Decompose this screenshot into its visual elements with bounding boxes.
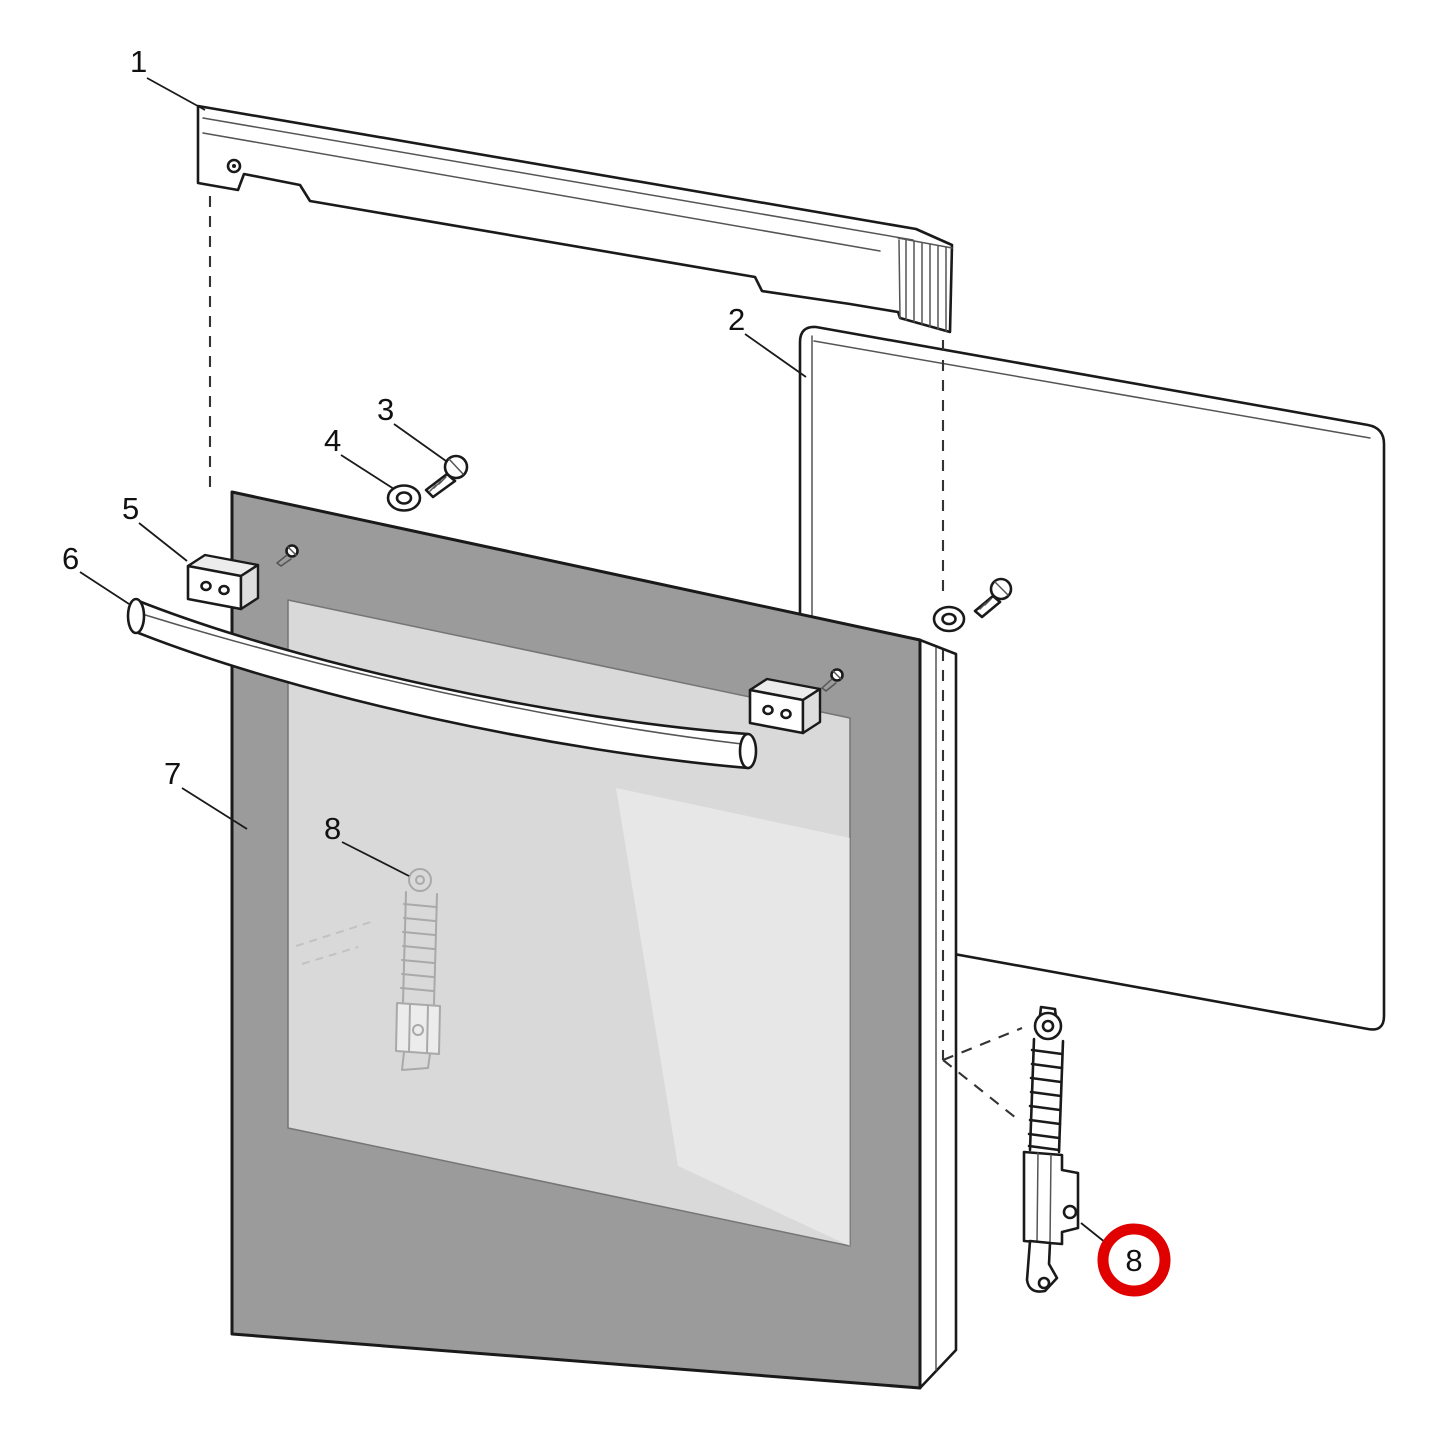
- part-1-top-trim: [196, 104, 954, 334]
- latch-faint-pivot: [412, 1024, 424, 1036]
- handle-left-cap: [126, 597, 146, 635]
- washer-right: [932, 605, 966, 633]
- washer-outer: [386, 484, 422, 512]
- leader-line-5: [138, 522, 188, 562]
- bracket-left-side-face: [239, 563, 260, 611]
- window-reflection: [616, 788, 850, 1246]
- latch-faint-top-hole: [415, 875, 425, 885]
- bracket-left-hole-2: [218, 584, 230, 596]
- part-5-handle-bracket-left: [186, 553, 260, 611]
- trim-endblock-edges: [897, 237, 953, 319]
- latch-faint-top-tab: [408, 868, 432, 892]
- latch-faint-housing: [395, 1002, 441, 1055]
- latch-faint-housing-lines: [408, 1003, 429, 1054]
- latch-foot-hole: [1037, 1276, 1051, 1290]
- callout-7: 7: [164, 756, 181, 791]
- bracket-right-side-face: [801, 687, 822, 735]
- part-4-washer: [386, 484, 422, 512]
- handle-sheen-line: [141, 613, 743, 745]
- screw-slot: [832, 670, 842, 680]
- part-8-door-latch-faint: [395, 868, 441, 1071]
- trim-top-face-line: [202, 117, 914, 241]
- bracket-left-hole-1: [200, 580, 212, 592]
- glass-thickness-top: [813, 340, 1371, 439]
- latch-top-hole: [1041, 1019, 1055, 1033]
- screw-shaft: [276, 554, 292, 567]
- bracket-right-hole-2: [780, 708, 792, 720]
- trim-outline: [196, 104, 954, 334]
- screw-shaft: [973, 594, 1002, 619]
- leader-line-4: [340, 454, 395, 490]
- highlight-annotation: 8: [1097, 1223, 1171, 1297]
- bracket-right-hole-1: [762, 704, 774, 716]
- latch-top-tab: [1033, 1011, 1063, 1041]
- screw-slot: [448, 458, 464, 475]
- leader-line-2: [744, 333, 807, 378]
- screw-shaft: [821, 678, 837, 692]
- leader-line-6: [79, 571, 130, 605]
- screw-slot: [994, 581, 1009, 596]
- leader-line-1: [146, 77, 206, 111]
- screw-slot: [287, 546, 297, 556]
- screw-threads: [429, 476, 447, 492]
- part-7-outer-door-panel: [230, 490, 958, 1390]
- screw-threads: [979, 598, 992, 610]
- handle-right-cap: [738, 732, 758, 770]
- part-6-door-handle: [126, 597, 758, 770]
- part-3-screw: [424, 454, 469, 499]
- leader-line-8-inner: [341, 841, 410, 877]
- leader-line-8-main: [1080, 1222, 1107, 1244]
- leader-line-7: [181, 787, 248, 830]
- bracket-screw-right: [821, 668, 844, 692]
- callout-3: 3: [377, 392, 394, 427]
- washer-inner: [941, 612, 957, 626]
- latch-foot-hook: [1025, 1239, 1059, 1293]
- latch-spring-coils: [1027, 1048, 1064, 1152]
- highlight-circle: [1097, 1223, 1171, 1297]
- handle-bracket-right: [748, 677, 822, 735]
- part-8-door-latch: [1022, 1005, 1080, 1293]
- dashed-line-to-latch-top: [942, 1027, 1023, 1061]
- callouts: 1 2 3 4 5 6 7 8: [62, 44, 1107, 1244]
- callout-2: 2: [728, 302, 745, 337]
- callout-4: 4: [324, 423, 341, 458]
- trim-screw-boss-center: [232, 164, 236, 168]
- latch-faint-foot: [401, 1051, 431, 1071]
- callout-6: 6: [62, 541, 79, 576]
- washer-inner: [395, 491, 413, 505]
- latch-housing-lines: [1036, 1152, 1052, 1244]
- screw-right: [973, 577, 1013, 619]
- assembly-dashed-lines: [208, 196, 1023, 1119]
- washer-outer: [932, 605, 966, 633]
- door-side-face: [918, 638, 958, 1390]
- latch-side-pivot: [1062, 1204, 1078, 1220]
- trim-end-ribs: [905, 239, 947, 332]
- window-reflection-dashes: [295, 920, 375, 965]
- bracket-screw-left: [276, 544, 299, 567]
- callout-1: 1: [130, 44, 147, 79]
- dashed-line-to-latch-body: [942, 1059, 1017, 1119]
- callout-8-inner: 8: [324, 811, 341, 846]
- latch-faint-spring-coils: [400, 903, 437, 992]
- trim-channel-line: [202, 132, 881, 252]
- callout-8-main: 8: [1125, 1243, 1142, 1278]
- leader-line-3: [393, 423, 447, 462]
- callout-5: 5: [122, 491, 139, 526]
